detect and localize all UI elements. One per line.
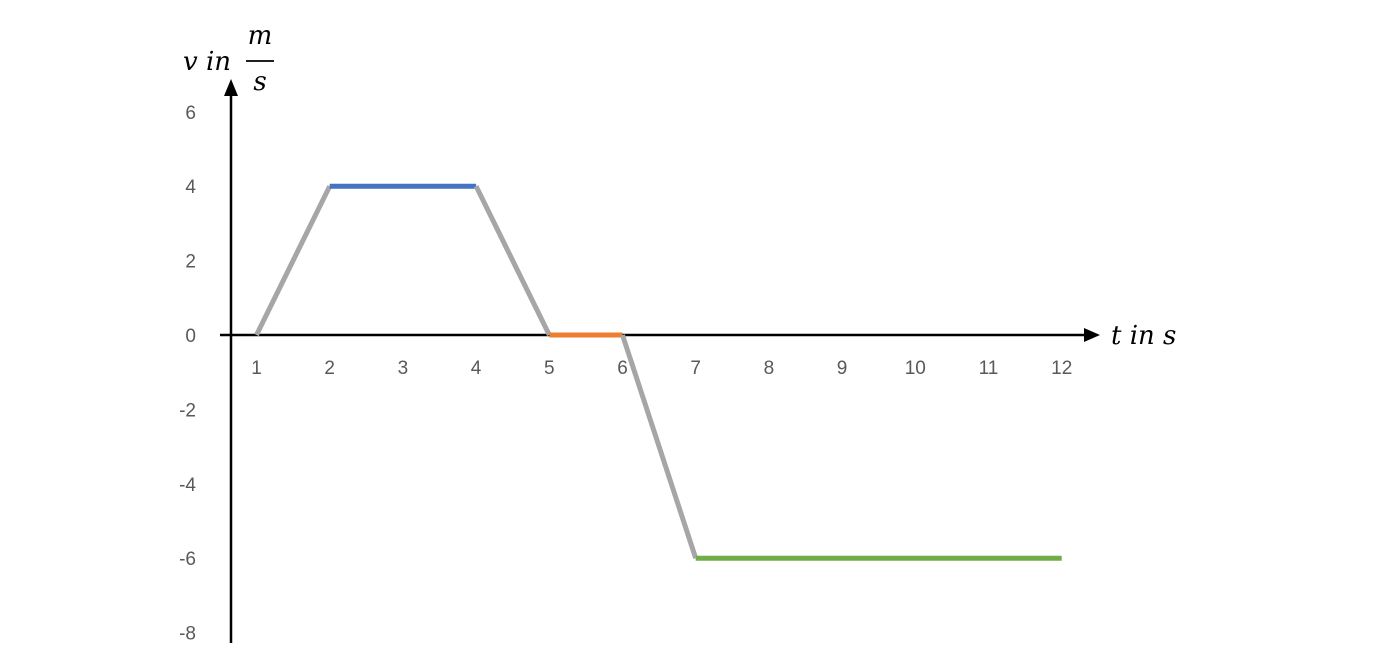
y-tick-label: -2 [179, 400, 196, 421]
y-tick-label: -4 [179, 475, 196, 496]
y-tick-label: 2 [185, 252, 196, 273]
series-segment-1 [254, 185, 332, 337]
x-axis-arrowhead [1084, 328, 1100, 342]
y-tick-label: 4 [185, 177, 196, 198]
series-layer [254, 183, 1062, 561]
y-tick-label: -6 [179, 549, 196, 570]
x-tick-label: 2 [324, 358, 335, 379]
y-axis-arrowhead [224, 79, 238, 96]
y-axis-label-prefix: v in [183, 47, 231, 77]
x-tick-label: 11 [979, 358, 999, 379]
x-axis-label: t in s [1111, 321, 1176, 351]
x-tick-label: 6 [617, 358, 628, 379]
x-tick-label: 5 [544, 358, 555, 379]
x-tick-label: 4 [471, 358, 482, 379]
y-tick-label: 6 [185, 103, 196, 124]
y-axis-label-numerator: m [248, 21, 273, 51]
y-axis-label: v in m s [183, 21, 274, 97]
x-tick-label: 9 [837, 358, 848, 379]
y-tick-label: -8 [179, 624, 196, 645]
x-tick-label: 7 [690, 358, 701, 379]
y-tick-label: 0 [185, 326, 196, 347]
series-segment-3 [473, 185, 552, 337]
x-tick-label: 8 [764, 358, 775, 379]
y-axis-label-denominator: s [253, 67, 266, 97]
x-tick-label: 10 [905, 358, 926, 379]
series-segment-5 [620, 334, 699, 559]
y-tick-labels: 6 4 2 0 -2 -4 -6 -8 [179, 103, 196, 645]
x-tick-label: 3 [398, 358, 409, 379]
x-tick-label: 12 [1051, 358, 1072, 379]
x-tick-label: 1 [251, 358, 262, 379]
